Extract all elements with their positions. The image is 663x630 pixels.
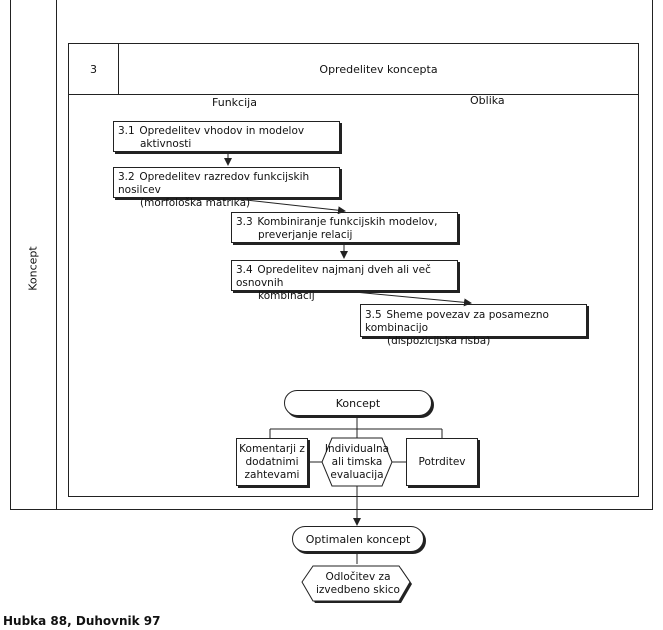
step-3-3-text: Kombiniranje funkcijskih modelov, — [257, 216, 438, 228]
outer-frame-inner-left — [56, 0, 57, 510]
decision-line-2: izvedbeno skico — [316, 584, 400, 596]
step-3-2-number: 3.2 — [118, 171, 135, 183]
step-3-5-number: 3.5 — [365, 309, 382, 321]
comments-box: Komentarji z dodatnimi zahtevami — [236, 438, 308, 486]
step-3-5-text: Sheme povezav za posamezno kombinacijo — [365, 309, 549, 334]
outer-frame-left — [10, 0, 11, 510]
step-3-4-text: Opredelitev najmanj dveh ali več osnovni… — [236, 264, 431, 289]
step-3-3-number: 3.3 — [236, 216, 253, 228]
header-title: Opredelitev koncepta — [319, 62, 438, 76]
step-3-2-text: Opredelitev razredov funkcijskih nosilce… — [118, 171, 310, 196]
step-3-3-text2: preverjanje relacij — [258, 229, 353, 241]
step-3-4-number: 3.4 — [236, 264, 253, 276]
koncept-pill: Koncept — [284, 390, 432, 416]
step-3-1-text: Opredelitev vhodov in modelov — [139, 125, 305, 137]
step-3-4-text2: kombinacij — [258, 290, 315, 302]
optimal-concept-label: Optimalen koncept — [305, 532, 411, 546]
header-title-cell: Opredelitev koncepta — [118, 43, 639, 95]
decision-line-1: Odločitev za — [325, 571, 391, 583]
column-funkcija: Funkcija — [212, 96, 257, 109]
koncept-pill-label: Koncept — [335, 396, 381, 410]
step-3-1: 3.1 Opredelitev vhodov in modelov aktivn… — [113, 121, 340, 152]
step-3-1-text2: aktivnosti — [140, 138, 192, 150]
confirmation-label: Potrditev — [418, 455, 466, 468]
citation: Hubka 88, Duhovnik 97 — [3, 614, 161, 628]
decision-text: Odločitev za izvedbeno skico — [310, 568, 406, 600]
step-3-1-number: 3.1 — [118, 125, 135, 137]
header-number: 3 — [90, 62, 97, 76]
confirmation-box: Potrditev — [406, 438, 478, 486]
step-3-4: 3.4 Opredelitev najmanj dveh ali več osn… — [231, 260, 458, 302]
evaluation-line-3: evaluacija — [330, 468, 384, 481]
column-oblika: Oblika — [470, 94, 505, 107]
step-3-2: 3.2 Opredelitev razredov funkcijskih nos… — [113, 167, 340, 209]
step-3-3: 3.3 Kombiniranje funkcijskih modelov, pr… — [231, 212, 458, 243]
comments-line-1: Komentarji z — [239, 442, 305, 455]
outer-frame-bottom — [10, 509, 653, 510]
decision-hexagon — [301, 565, 411, 602]
optimal-concept-pill: Optimalen koncept — [292, 526, 424, 552]
step-3-5-text2: (dispozicijska risba) — [387, 335, 491, 347]
step-3-5: 3.5 Sheme povezav za posamezno kombinaci… — [360, 304, 587, 347]
evaluation-line-1: Individualna — [324, 442, 390, 455]
comments-line-2: dodatnimi — [245, 455, 299, 468]
outer-frame-right — [652, 0, 653, 510]
evaluation-hexagon — [321, 437, 393, 487]
evaluation-text: Individualna ali timska evaluacija — [325, 440, 389, 484]
comments-line-3: zahtevami — [244, 468, 300, 481]
step-3-2-text2: (morfološka matrika) — [140, 197, 251, 209]
evaluation-line-2: ali timska — [331, 455, 383, 468]
